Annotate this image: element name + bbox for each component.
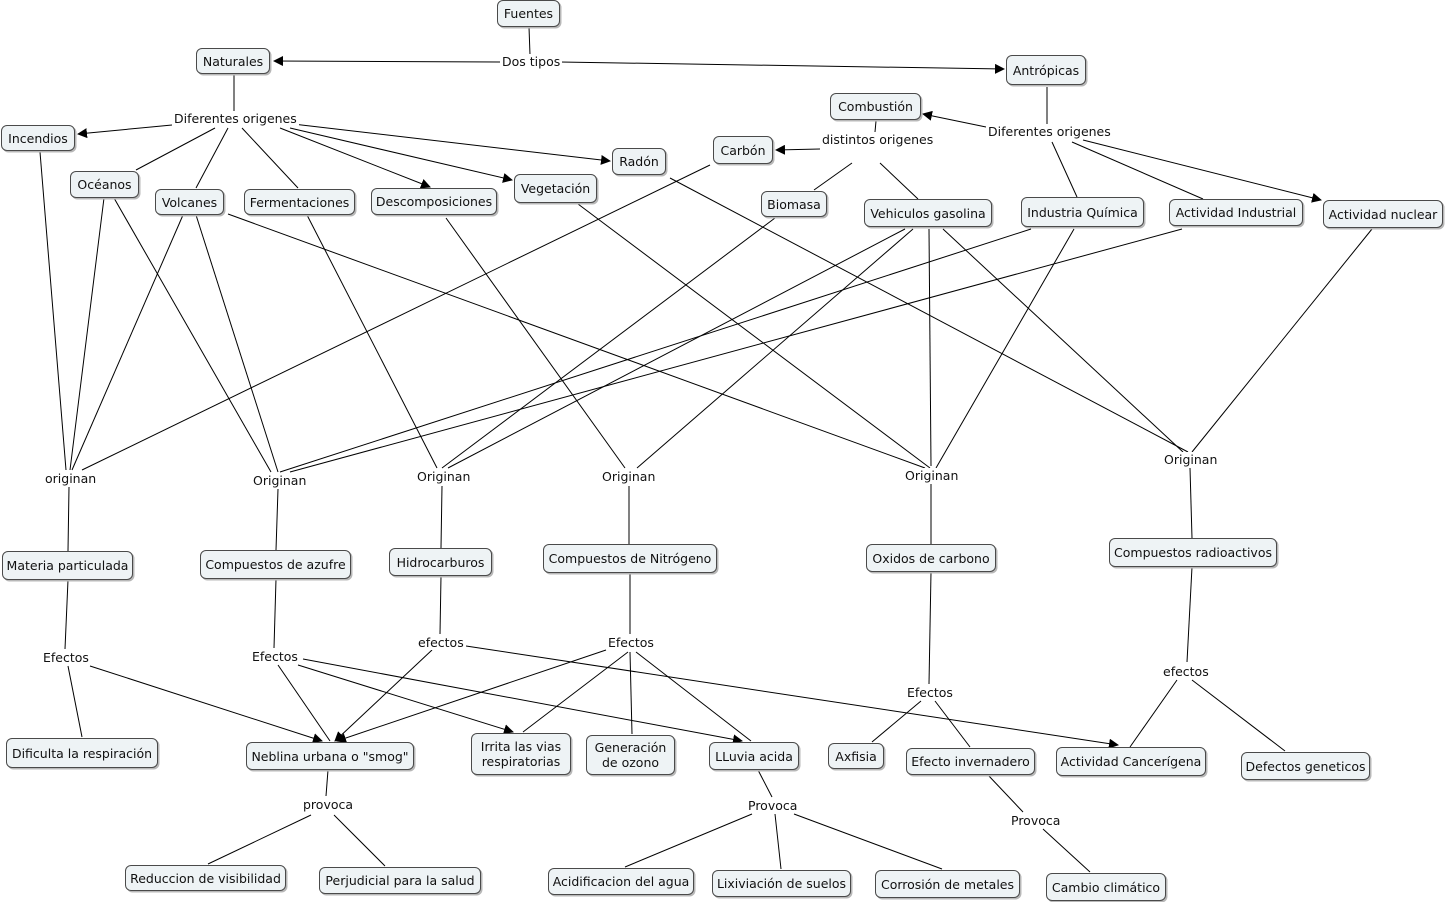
- node-perjudicial-salud[interactable]: Perjudicial para la salud: [319, 867, 481, 894]
- node-actividad-industrial[interactable]: Actividad Industrial: [1169, 199, 1303, 226]
- node-materia-particulada[interactable]: Materia particulada: [2, 551, 133, 580]
- node-efecto-invernadero[interactable]: Efecto invernadero: [906, 748, 1035, 775]
- node-acidificacion-agua[interactable]: Acidificacion del agua: [548, 868, 694, 895]
- node-generacion-ozono[interactable]: Generación de ozono: [586, 735, 675, 775]
- node-descomposiciones[interactable]: Descomposiciones: [371, 188, 497, 215]
- node-corrosion-metales[interactable]: Corrosión de metales: [875, 870, 1020, 898]
- node-incendios[interactable]: Incendios: [1, 125, 75, 151]
- node-antropicas[interactable]: Antrópicas: [1006, 55, 1086, 85]
- node-reduccion-visibilidad[interactable]: Reduccion de visibilidad: [125, 865, 286, 891]
- link-efectos-5[interactable]: Efectos: [905, 685, 955, 700]
- node-lluvia-acida[interactable]: LLuvia acida: [709, 742, 799, 770]
- link-efectos-3[interactable]: efectos: [416, 635, 466, 650]
- link-provoca-2[interactable]: Provoca: [746, 798, 800, 813]
- link-diferentes-origenes-naturales[interactable]: Diferentes origenes: [172, 111, 299, 126]
- node-industria-quimica[interactable]: Industria Química: [1021, 197, 1144, 227]
- node-compuestos-radioactivos[interactable]: Compuestos radioactivos: [1109, 538, 1277, 567]
- link-originan-3[interactable]: Originan: [415, 469, 473, 484]
- node-lixiviacion-suelos[interactable]: Lixiviación de suelos: [712, 870, 851, 897]
- node-oxidos-carbono[interactable]: Oxidos de carbono: [866, 544, 996, 572]
- link-distintos-origenes[interactable]: distintos origenes: [820, 132, 936, 147]
- link-diferentes-origenes-antropicas[interactable]: Diferentes origenes: [986, 124, 1113, 139]
- node-actividad-cancerigena[interactable]: Actividad Cancerígena: [1056, 747, 1206, 776]
- node-biomasa[interactable]: Biomasa: [761, 191, 827, 217]
- node-carbon[interactable]: Carbón: [713, 136, 773, 164]
- link-efectos-2[interactable]: Efectos: [250, 649, 300, 664]
- node-oceanos[interactable]: Océanos: [70, 171, 139, 198]
- link-efectos-1[interactable]: Efectos: [41, 650, 91, 665]
- node-neblina-smog[interactable]: Neblina urbana o "smog": [246, 742, 414, 770]
- node-axfisia[interactable]: Axfisia: [828, 743, 884, 769]
- node-compuestos-nitrogeno[interactable]: Compuestos de Nitrógeno: [543, 544, 717, 573]
- link-provoca-3[interactable]: Provoca: [1009, 813, 1063, 828]
- node-irrita-vias[interactable]: Irrita las vias respiratorias: [471, 733, 571, 775]
- node-vegetacion[interactable]: Vegetación: [514, 174, 597, 203]
- node-combustion[interactable]: Combustión: [830, 93, 921, 120]
- node-defectos-geneticos[interactable]: Defectos geneticos: [1241, 752, 1370, 780]
- link-efectos-4[interactable]: Efectos: [606, 635, 656, 650]
- link-originan-5[interactable]: Originan: [903, 468, 961, 483]
- node-fuentes[interactable]: Fuentes: [497, 0, 560, 27]
- node-vehiculos-gasolina[interactable]: Vehiculos gasolina: [864, 199, 992, 227]
- link-efectos-6[interactable]: efectos: [1161, 664, 1211, 679]
- link-provoca-1[interactable]: provoca: [301, 797, 356, 812]
- node-volcanes[interactable]: Volcanes: [155, 189, 224, 215]
- link-dos-tipos[interactable]: Dos tipos: [500, 54, 563, 69]
- node-cambio-climatico[interactable]: Cambio climático: [1046, 873, 1166, 901]
- node-hidrocarburos[interactable]: Hidrocarburos: [389, 548, 492, 576]
- node-fermentaciones[interactable]: Fermentaciones: [244, 189, 355, 215]
- node-dificulta-respiracion[interactable]: Dificulta la respiración: [6, 738, 158, 768]
- node-compuestos-azufre[interactable]: Compuestos de azufre: [200, 550, 351, 579]
- link-originan-2[interactable]: Originan: [251, 473, 309, 488]
- node-naturales[interactable]: Naturales: [196, 48, 270, 74]
- link-originan-4[interactable]: Originan: [600, 469, 658, 484]
- link-originan-6[interactable]: Originan: [1162, 452, 1220, 467]
- node-actividad-nuclear[interactable]: Actividad nuclear: [1323, 200, 1443, 228]
- link-originan-1[interactable]: originan: [43, 471, 99, 486]
- node-radon[interactable]: Radón: [612, 148, 666, 175]
